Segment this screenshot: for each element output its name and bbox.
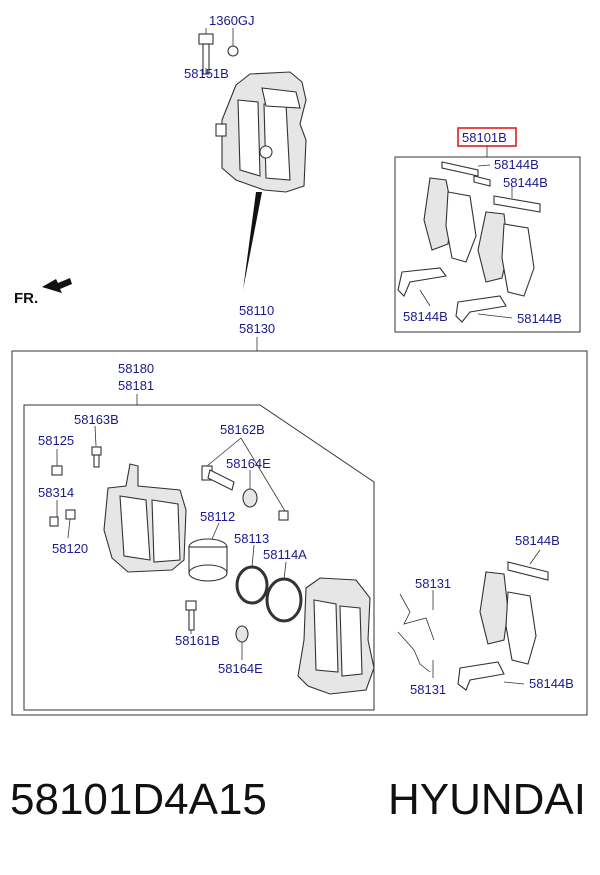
callout-58180: 58180 bbox=[118, 361, 154, 376]
caliper-port bbox=[259, 145, 273, 159]
callout-58164e-a: 58164E bbox=[226, 456, 271, 471]
callout-58113: 58113 bbox=[234, 531, 269, 546]
brand-name: HYUNDAI bbox=[387, 775, 586, 824]
callout-58125: 58125 bbox=[38, 433, 74, 448]
footer: 58101D4A15 HYUNDAI bbox=[0, 775, 600, 845]
bolt bbox=[188, 609, 195, 631]
carrier-face bbox=[339, 605, 363, 677]
front-arrow-icon bbox=[42, 278, 72, 293]
shim-clip bbox=[507, 561, 549, 581]
callout-58131-a: 58131 bbox=[415, 576, 451, 591]
callout-58144b-a: 58144B bbox=[494, 157, 539, 172]
shim-clip bbox=[473, 175, 491, 187]
bleeder bbox=[49, 516, 59, 527]
bolt bbox=[93, 454, 100, 468]
callout-58144b-e: 58144B bbox=[515, 533, 560, 548]
callout-58161b: 58161B bbox=[175, 633, 220, 648]
bleeder bbox=[65, 509, 76, 520]
housing-face bbox=[151, 499, 181, 563]
cap bbox=[278, 510, 289, 521]
callout-1360gj: 1360GJ bbox=[209, 13, 255, 28]
brake-pad bbox=[445, 191, 477, 263]
brake-pad bbox=[479, 571, 509, 645]
cap bbox=[51, 465, 63, 476]
boot bbox=[235, 625, 249, 643]
pointer-wedge bbox=[243, 192, 262, 290]
callout-58144b-d: 58144B bbox=[517, 311, 562, 326]
callout-58112: 58112 bbox=[200, 509, 235, 524]
pad-kit-parts bbox=[397, 161, 541, 323]
callout-58163b: 58163B bbox=[74, 412, 119, 427]
callout-58101b: 58101B bbox=[462, 130, 507, 145]
caliper-face-left bbox=[237, 99, 261, 177]
brake-pad bbox=[501, 223, 535, 297]
caliper-lug bbox=[215, 123, 227, 137]
brake-pad bbox=[505, 591, 537, 665]
callout-58120: 58120 bbox=[52, 541, 88, 556]
boot bbox=[242, 488, 258, 508]
retaining-clip bbox=[455, 295, 507, 323]
retaining-clip bbox=[457, 661, 505, 691]
callout-58151b: 58151B bbox=[184, 66, 229, 81]
callout-58131-b: 58131 bbox=[410, 682, 446, 697]
callout-58114a: 58114A bbox=[263, 547, 307, 562]
callout-58162b: 58162B bbox=[220, 422, 265, 437]
housing-box bbox=[23, 404, 375, 711]
retaining-clip bbox=[397, 267, 447, 297]
callout-58164e-b: 58164E bbox=[218, 661, 263, 676]
caliper-top bbox=[261, 87, 301, 109]
dust-seal bbox=[265, 577, 303, 623]
direction-label: FR. bbox=[14, 290, 38, 307]
guide-pin bbox=[207, 469, 235, 491]
callout-58144b-b: 58144B bbox=[503, 175, 548, 190]
pad-kit-box bbox=[394, 156, 581, 333]
callout-58110: 58110 bbox=[239, 303, 274, 318]
piston bbox=[188, 564, 228, 582]
pad-set-lower bbox=[397, 549, 549, 691]
bolt-head bbox=[198, 33, 214, 45]
bolt bbox=[185, 600, 197, 611]
brake-pad bbox=[477, 211, 509, 283]
callout-58130: 58130 bbox=[239, 321, 275, 336]
bolt bbox=[91, 446, 102, 456]
brake-pad bbox=[423, 177, 453, 251]
housing-parts bbox=[49, 425, 375, 695]
seal bbox=[235, 565, 269, 605]
housing-face bbox=[119, 495, 151, 561]
caliper-kit-box bbox=[11, 350, 588, 716]
shim-clip bbox=[493, 195, 541, 213]
part-number: 58101D4A15 bbox=[10, 775, 267, 824]
shim-clip bbox=[441, 161, 479, 177]
caliper-assembly-top bbox=[198, 28, 307, 290]
callout-58144b-f: 58144B bbox=[529, 676, 574, 691]
caliper-face-right bbox=[263, 103, 291, 181]
callout-58314: 58314 bbox=[38, 485, 74, 500]
washer bbox=[227, 45, 239, 57]
exploded-parts-diagram: 1360GJ 58151B FR. 58101B 58144B 58144B 5… bbox=[11, 13, 588, 716]
anti-rattle-spring bbox=[397, 631, 431, 673]
callout-58144b-c: 58144B bbox=[403, 309, 448, 324]
callout-58181: 58181 bbox=[118, 378, 154, 393]
carrier-face bbox=[313, 599, 339, 673]
anti-rattle-spring bbox=[399, 593, 435, 641]
